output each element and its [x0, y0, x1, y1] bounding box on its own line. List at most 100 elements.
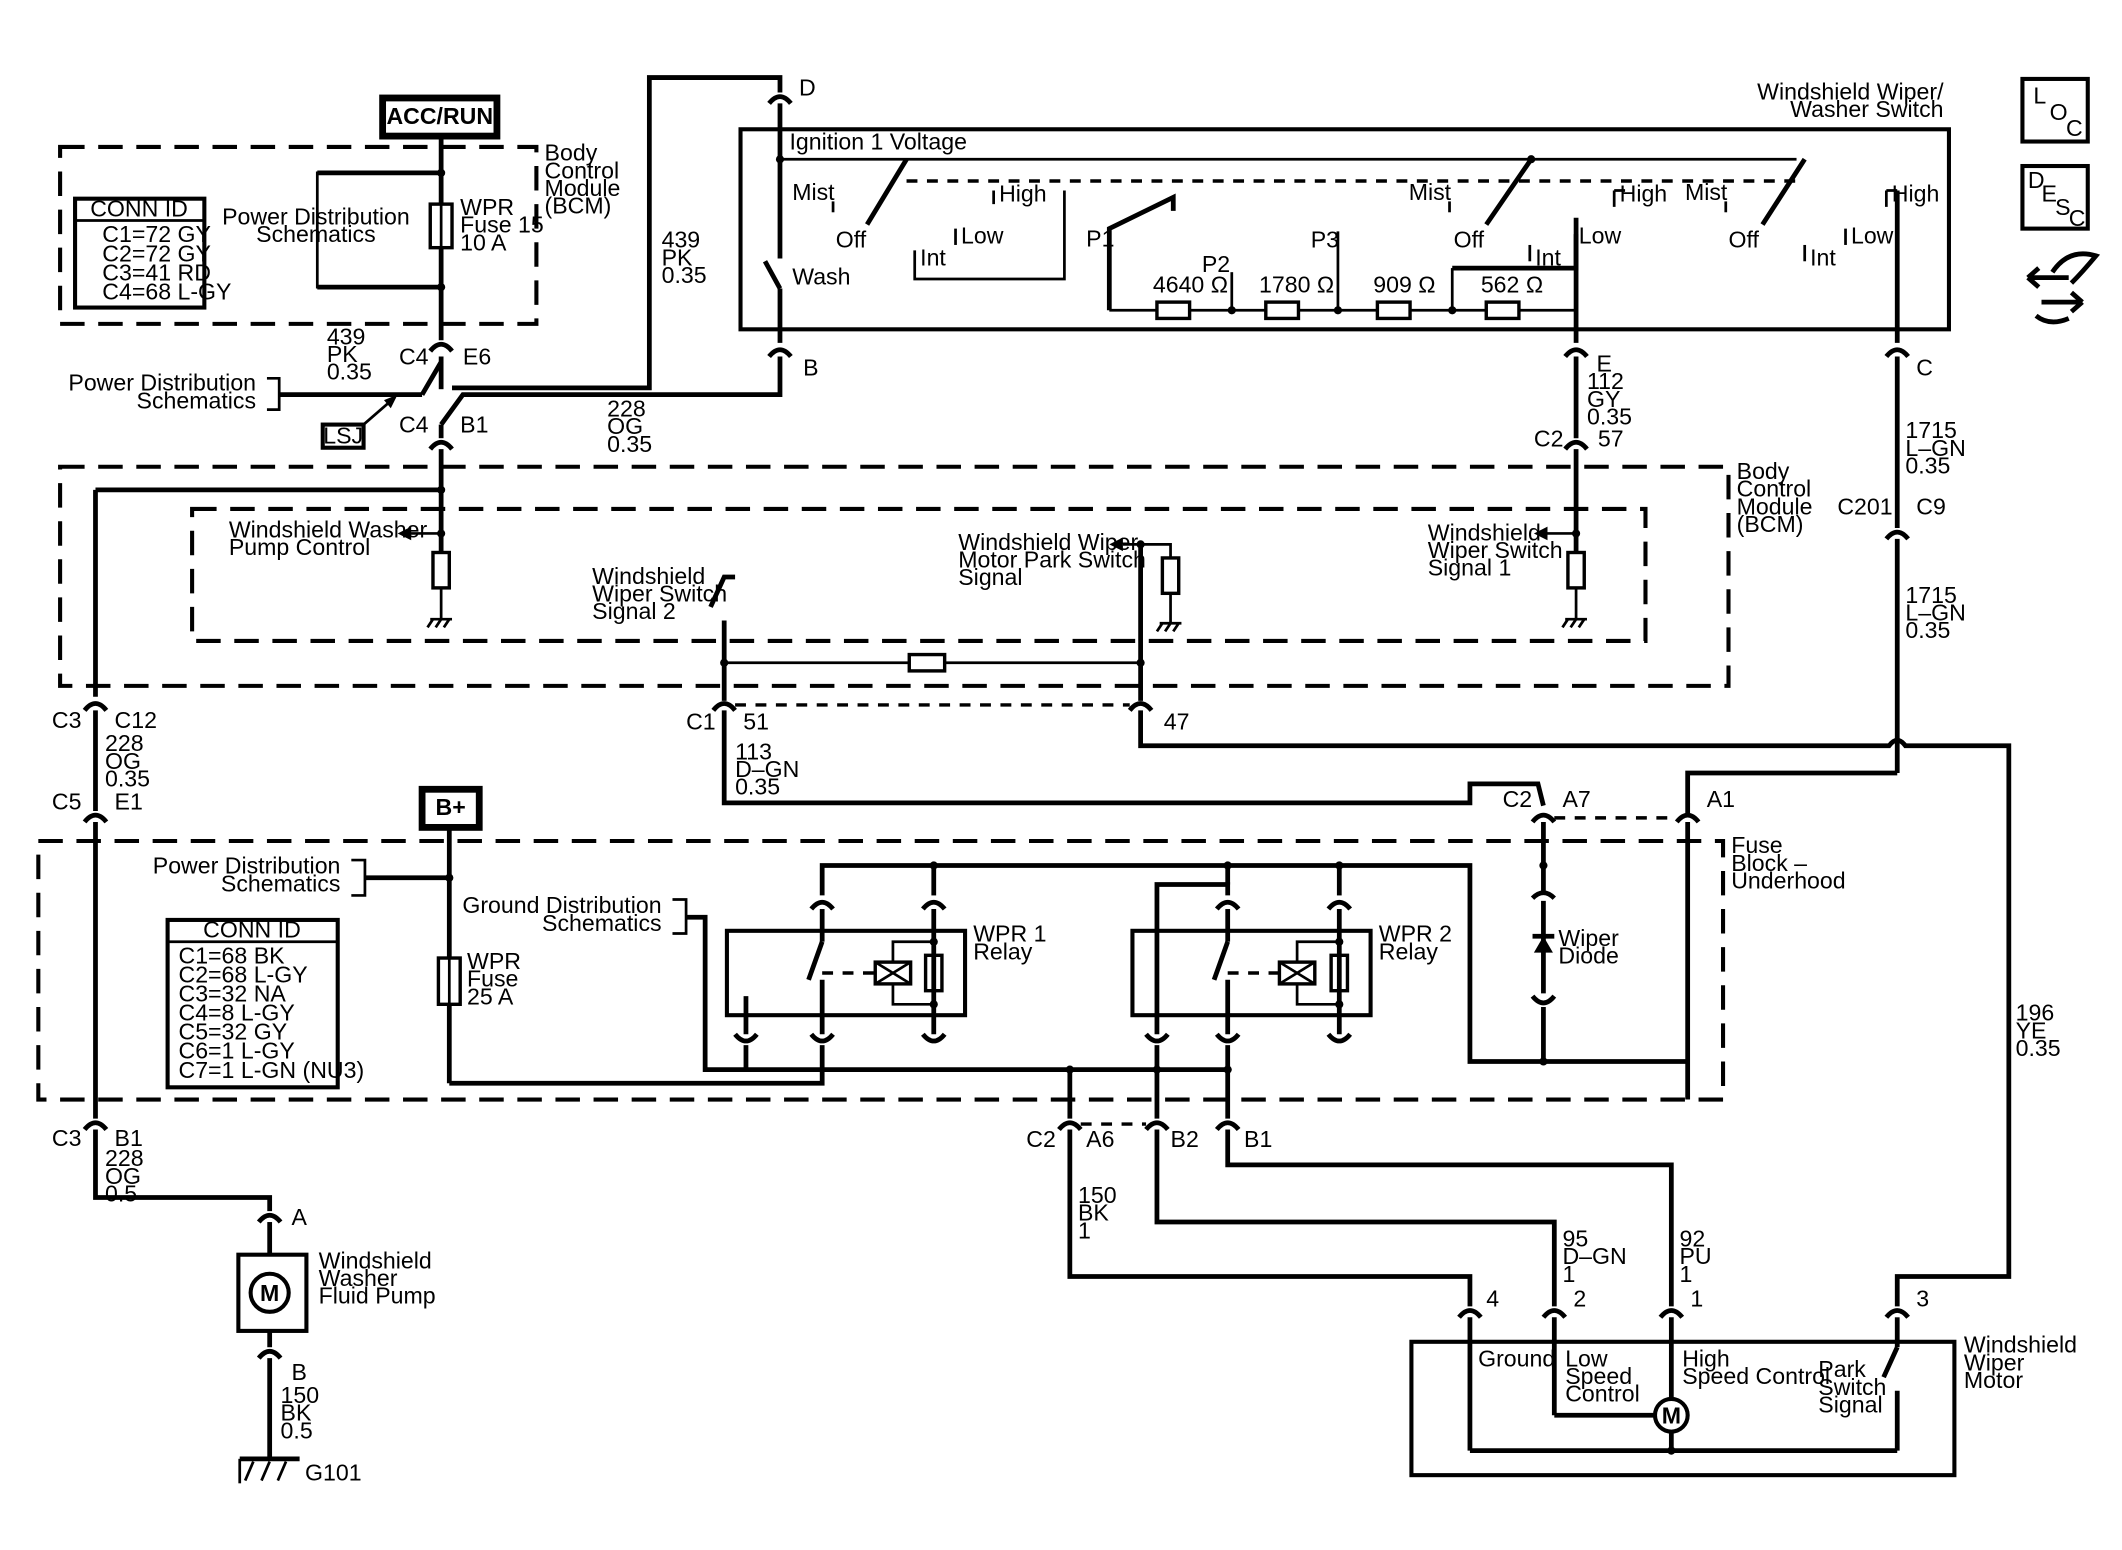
wire-92 — [1225, 1129, 1674, 1307]
motor-pin-1 — [1658, 1308, 1685, 1319]
svg-text:1715: 1715 — [1905, 582, 1956, 608]
conn-c2-a6 — [1057, 1120, 1083, 1132]
wire-1715-label-top: 1715 L–GN 0.35 — [1905, 417, 1965, 478]
wire-228-top — [439, 356, 783, 426]
svg-text:228: 228 — [105, 730, 144, 756]
svg-text:112: 112 — [1587, 368, 1624, 394]
svg-text:Motor Park Switch: Motor Park Switch — [958, 546, 1146, 572]
svg-text:1715: 1715 — [1905, 417, 1956, 443]
svg-text:0.5: 0.5 — [281, 1417, 313, 1443]
svg-text:WPR 1: WPR 1 — [973, 921, 1046, 947]
pump-motor-symbol — [248, 1271, 291, 1314]
wiper-diode-label: Wiper Diode — [1558, 925, 1619, 969]
svg-text:4640 Ω: 4640 Ω — [1153, 272, 1228, 298]
conn-c2-a7 — [1530, 812, 1557, 824]
pin-c2-c: C2 — [1026, 1126, 1056, 1152]
conn-pump-b — [256, 1348, 283, 1360]
svg-text:196: 196 — [2016, 1000, 2055, 1026]
resistor-562 — [1484, 300, 1521, 321]
fuse-block-pds-label: Power Distribution Schematics — [153, 853, 341, 897]
washer-pull-resistor — [431, 550, 452, 590]
svg-text:Windshield: Windshield — [592, 563, 705, 589]
wpr2-relay-label: WPR 2 Relay — [1379, 921, 1452, 965]
svg-text:1780 Ω: 1780 Ω — [1259, 272, 1334, 298]
wire-439 — [452, 75, 783, 391]
wire-92-label: 92 PU 1 — [1680, 1226, 1712, 1287]
svg-text:Windshield: Windshield — [1964, 1332, 2077, 1358]
bcm-main-label: Body Control Module (BCM) — [1737, 458, 1813, 537]
svg-text:95: 95 — [1562, 1226, 1588, 1252]
pin-b1-b: B1 — [115, 1125, 143, 1151]
svg-text:O: O — [2050, 99, 2068, 125]
low-label-1: Low — [961, 223, 1004, 249]
svg-text:C7=1 L-GN (NU3): C7=1 L-GN (NU3) — [178, 1057, 364, 1083]
svg-text:Low: Low — [1565, 1345, 1608, 1371]
pin-a: A — [291, 1204, 307, 1230]
wiper-washer-switch — [738, 127, 1951, 332]
svg-text:PU: PU — [1680, 1243, 1712, 1269]
off-label-1: Off — [836, 227, 867, 253]
wire-1715-label-bottom: 1715 L–GN 0.35 — [1905, 582, 1965, 643]
svg-text:C2=68 L-GY: C2=68 L-GY — [178, 962, 307, 988]
svg-text:Wiper Switch: Wiper Switch — [592, 580, 727, 606]
pin-51: 51 — [743, 708, 769, 734]
svg-text:0.35: 0.35 — [662, 262, 707, 288]
relay2-pin-top-b — [1326, 899, 1353, 911]
svg-text:228: 228 — [607, 395, 646, 421]
signal1-pull-resistor — [1566, 550, 1586, 590]
svg-text:Control: Control — [1565, 1381, 1640, 1407]
svg-text:1: 1 — [1562, 1261, 1575, 1287]
left-pds-label: Power Distribution Schematics — [68, 370, 256, 414]
svg-text:S: S — [2055, 194, 2070, 220]
svg-text:113: 113 — [735, 738, 772, 764]
switch-signal-2-contact — [708, 574, 736, 608]
svg-text:Wiper Switch: Wiper Switch — [1428, 537, 1563, 563]
diode-pin-bot — [1530, 994, 1557, 1006]
low-label-2: Low — [1579, 223, 1622, 249]
pin-c2-a: C2 — [1534, 425, 1564, 451]
wire-439-label: 439 PK 0.35 — [662, 227, 707, 288]
connector-hand-icon[interactable] — [2026, 251, 2101, 325]
switch-title-1: Windshield Wiper/ — [1757, 78, 1944, 104]
fuse-block-label: Fuse Block – Underhood — [1731, 832, 1845, 893]
svg-text:M: M — [1662, 1402, 1681, 1428]
diode-pin-top — [1530, 890, 1556, 900]
svg-text:909 Ω: 909 Ω — [1373, 272, 1435, 298]
svg-text:C3=41 RD: C3=41 RD — [102, 259, 211, 285]
int-label-1: Int — [920, 244, 946, 270]
svg-text:Speed Control: Speed Control — [1682, 1363, 1830, 1389]
location-icon[interactable]: L O C — [2020, 76, 2090, 144]
svg-text:Signal 1: Signal 1 — [1428, 555, 1512, 581]
pin-d: D — [799, 74, 816, 100]
conn-c201 — [1884, 529, 1910, 541]
svg-text:150: 150 — [281, 1382, 320, 1408]
relay1-pin-bot-a — [733, 1032, 759, 1044]
relay2-blade — [1211, 940, 1230, 981]
svg-text:Module: Module — [545, 175, 621, 201]
relay1-pin-top-a — [809, 899, 835, 911]
park-pull-resistor — [1160, 556, 1181, 596]
wire-ground-a6 — [822, 1067, 1073, 1119]
pin-b1-c: B1 — [1244, 1126, 1272, 1152]
wire-150-motor — [1067, 1129, 1473, 1307]
svg-text:Windshield: Windshield — [1428, 519, 1541, 545]
bcm-top-box — [58, 144, 539, 326]
wash-switch-blade — [762, 260, 783, 290]
motor-ground-label: Ground — [1478, 1345, 1555, 1371]
svg-text:Power Distribution: Power Distribution — [153, 853, 341, 879]
conn-c5-e1 — [82, 812, 109, 824]
pin-c12: C12 — [115, 707, 157, 733]
svg-text:1: 1 — [1078, 1217, 1091, 1243]
wire-113-label: 113 D–GN 0.35 — [735, 738, 799, 799]
description-icon[interactable]: D E S C — [2020, 163, 2090, 231]
ground-symbol-1 — [426, 617, 453, 629]
off-label-3: Off — [1728, 227, 1759, 253]
pin-c201: C201 — [1837, 493, 1892, 519]
svg-text:OG: OG — [105, 1163, 141, 1189]
svg-text:OG: OG — [105, 748, 141, 774]
conn-b — [767, 347, 793, 359]
wire-95 — [1154, 1129, 1557, 1307]
pin-b-pump: B — [291, 1359, 306, 1385]
p1-label: P1 — [1086, 225, 1114, 251]
ground-distribution-label: Ground Distribution Schematics — [462, 892, 661, 936]
